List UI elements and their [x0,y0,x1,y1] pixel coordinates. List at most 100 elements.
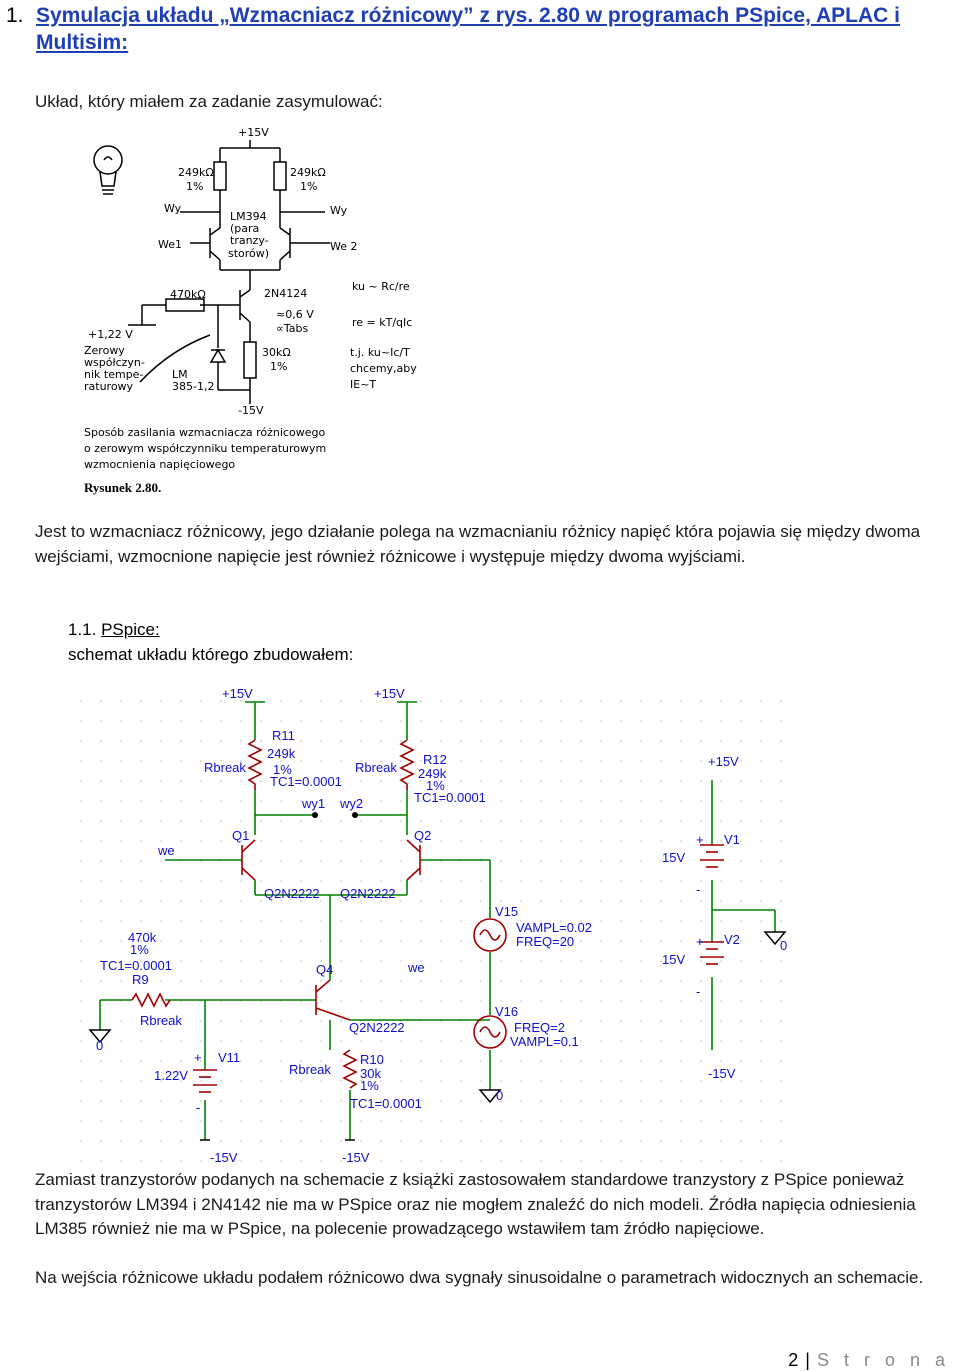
pspice-rbreak4: Rbreak [289,1062,331,1077]
fig1-chc: chcemy,aby [350,362,417,375]
fig1-r30: 30kΩ [262,346,291,359]
pspice-r9: R9 [132,972,149,987]
pspice-v1-minus: - [696,882,700,897]
pspice-v11: V11 [218,1050,240,1065]
pspice-q1: Q1 [232,828,249,843]
pspice-r11: R11 [272,728,295,743]
fig1-r-left-tol: 1% [186,180,203,193]
pspice-vcc1: +15V [222,686,253,701]
pspice-v15-freq: FREQ=20 [516,934,574,949]
pspice-v2-value: 15V [662,952,685,967]
lightbulb-icon [93,145,123,195]
section-heading: 1. Symulacja układu „Wzmacniacz różnicowy… [6,2,946,56]
fig1-zero2: współczyn- [84,356,145,369]
pspice-r10: R10 [360,1052,384,1067]
pspice-r11-value: 249k [267,746,296,761]
pspice-r470-tc: TC1=0.0001 [100,958,172,973]
pspice-v2-minus: - [696,984,700,999]
fig1-vplus: +15V [238,126,269,139]
pspice-vee3: -15V [708,1066,736,1081]
fig1-wy-right: Wy [330,204,348,217]
fig1-ku: ku ~ Rc/re [352,280,410,293]
pspice-r10-tol: 1% [360,1078,379,1093]
pspice-v11-plus: + [194,1050,202,1065]
pspice-r12-value: 249k [418,766,447,781]
pspice-v16: V16 [495,1004,518,1019]
page-footer: 2 | S t r o n a [788,1350,950,1371]
pspice-q2: Q2 [414,828,431,843]
fig1-wy-left: Wy [164,202,182,215]
fig1-lm385b: 385-1,2 [172,380,214,393]
description-paragraph: Jest to wzmacniacz różnicowy, jego dział… [35,522,921,566]
pspice-v15: V15 [495,904,518,919]
pspice-v1: V1 [724,832,740,847]
pspice-r11-tol: 1% [273,762,292,777]
fig1-r-right-tol: 1% [300,180,317,193]
subsection-number: 1.1. [68,620,97,639]
pspice-vee2: -15V [342,1150,370,1165]
fig1-lm394-3: tranzy- [230,234,269,247]
pspice-v16-freq: FREQ=2 [514,1020,565,1035]
pspice-q4-model: Q2N2222 [349,1020,405,1035]
heading-line2: Multisim: [36,31,129,54]
pspice-rbreak3: Rbreak [140,1013,182,1028]
fig1-v06: ≈0,6 V [276,308,314,321]
fig1-zero4: raturowy [84,380,134,393]
fig1-tabs: ∝Tabs [276,322,308,335]
pspice-vee1: -15V [210,1150,238,1165]
fig1-r470: 470kΩ [170,288,206,301]
fig1-lm385a: LM [172,368,188,381]
pspice-gnd-a: 0 [96,1038,103,1053]
pspice-r12-tc: TC1=0.0001 [414,790,486,805]
pspice-r470: 470k [128,930,157,945]
fig1-we1: We1 [158,238,182,251]
pspice-r10-tc: TC1=0.0001 [350,1096,422,1111]
footer-word: S t r o n a [816,1350,950,1370]
fig1-re: re = kT/qIc [352,316,412,329]
pspice-v2-plus: + [696,934,704,949]
subsection-subtitle: schemat układu którego zbudowałem: [68,645,354,664]
fig1-label: Rysunek 2.80. [84,480,161,495]
pspice-v11-value: 1.22V [154,1068,188,1083]
pspice-rbreak1: Rbreak [204,760,246,775]
pspice-r11-tc: TC1=0.0001 [270,774,342,789]
fig1-lm394-4: storów) [228,247,269,260]
pspice-q4: Q4 [316,962,333,977]
pspice-r10-value: 30k [360,1066,381,1081]
pspice-schematic: +15V +15V +15V R11 249k 1% TC1=0.0001 Rb… [70,686,790,1165]
pspice-gnd-b: 0 [780,938,787,953]
fig1-caption1: Sposób zasilania wzmacniacza różnicowego [84,426,325,439]
page-number: 2 [788,1350,800,1370]
fig1-zero1: Zerowy [84,344,125,357]
heading-number: 1. [6,4,24,27]
pspice-v16-vampl: VAMPL=0.1 [510,1034,579,1049]
pspice-q1-model: Q2N2222 [264,886,320,901]
pspice-q2-model: Q2N2222 [340,886,396,901]
fig1-v122: +1,22 V [88,328,133,341]
pspice-we2: we [407,960,425,975]
pspice-r12: R12 [423,752,447,767]
pspice-vcc3: +15V [708,754,739,769]
fig1-zero3: nik tempe- [84,368,143,381]
pspice-vcc2: +15V [374,686,405,701]
fig1-r-right: 249kΩ [290,166,326,179]
footer-separator: | [805,1350,811,1370]
heading-line1: Symulacja układu „Wzmacniacz różnicowy” … [36,4,900,27]
pspice-v1-plus: + [696,832,704,847]
fig1-r-left: 249kΩ [178,166,214,179]
subsection-heading: 1.1. PSpice: [68,618,160,643]
fig1-lm394-2: (para [230,222,259,235]
fig1-caption2: o zerowym współczynniku temperaturowym [84,442,326,455]
fig1-caption3: wzmocnienia napięciowego [84,458,235,471]
subsection-title: PSpice: [101,620,160,639]
pspice-rbreak2: Rbreak [355,760,397,775]
fig1-r30-tol: 1% [270,360,287,373]
fig1-lm394-1: LM394 [230,210,267,223]
pspice-v1-value: 15V [662,850,685,865]
pspice-wy2: wy2 [339,796,363,811]
pspice-r12-tol: 1% [426,778,445,793]
input-signal-paragraph: Na wejścia różnicowe układu podałem różn… [35,1268,924,1287]
pspice-wy1: wy1 [301,796,325,811]
pspice-r470-tol: 1% [130,942,149,957]
pspice-v2: V2 [724,932,740,947]
